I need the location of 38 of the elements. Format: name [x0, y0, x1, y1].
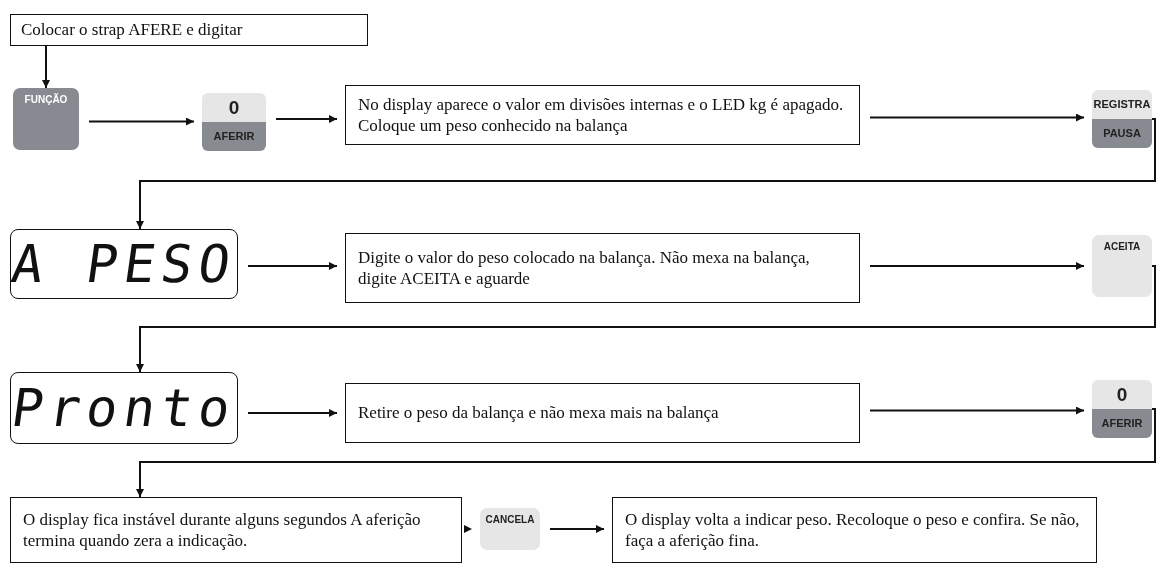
display-readout: A PESO: [8, 238, 240, 290]
arrow: [869, 406, 1085, 415]
process-box: [345, 383, 860, 443]
arrow: [247, 262, 338, 270]
key-button: AFERIR: [202, 122, 266, 151]
key-button: PAUSA: [1092, 119, 1152, 148]
step-text: Digite o valor do peso colocado na balança. Não mexa na balança, digite ACEITA e aguarde: [358, 246, 811, 290]
arrow: [136, 265, 1156, 373]
key-button: ACEITA: [1092, 235, 1152, 297]
process-box: [10, 14, 368, 46]
arrow: [88, 117, 195, 126]
arrow: [869, 262, 1085, 270]
key-button: 0: [1092, 380, 1152, 409]
process-box: [10, 497, 462, 563]
arrow: [136, 118, 1156, 230]
arrow: [275, 115, 338, 123]
display-readout: Pronto: [8, 382, 240, 434]
step-text: No display aparece o valor em divisões internas e o LED kg é apagado. Coloque um peso conhecido na balança: [358, 93, 845, 137]
process-box: [345, 233, 860, 303]
key-button: 0: [202, 93, 266, 122]
key-button: AFERIR: [1092, 409, 1152, 438]
process-box: [345, 85, 860, 145]
arrow: [464, 525, 473, 533]
key-button: REGISTRA: [1092, 90, 1152, 119]
arrow: [869, 113, 1085, 122]
arrow: [247, 409, 338, 417]
lcd-display: [10, 372, 238, 444]
key-button: CANCELA: [480, 508, 540, 550]
step-text: O display volta a indicar peso. Recoloque o peso e confira. Se não, faça a aferição fina.: [625, 508, 1081, 552]
process-box: [612, 497, 1097, 563]
step-text: Retire o peso da balança e não mexa mais na balança: [358, 402, 719, 424]
arrow: [136, 408, 1156, 498]
arrow: [549, 525, 605, 533]
arrow: [42, 45, 50, 89]
step-text: O display fica instável durante alguns segundos A aferição termina quando zera a indicação.: [23, 508, 422, 552]
lcd-display: [10, 229, 238, 299]
step-text: Colocar o strap AFERE e digitar: [21, 19, 243, 41]
key-button: FUNÇÃO: [13, 88, 79, 150]
